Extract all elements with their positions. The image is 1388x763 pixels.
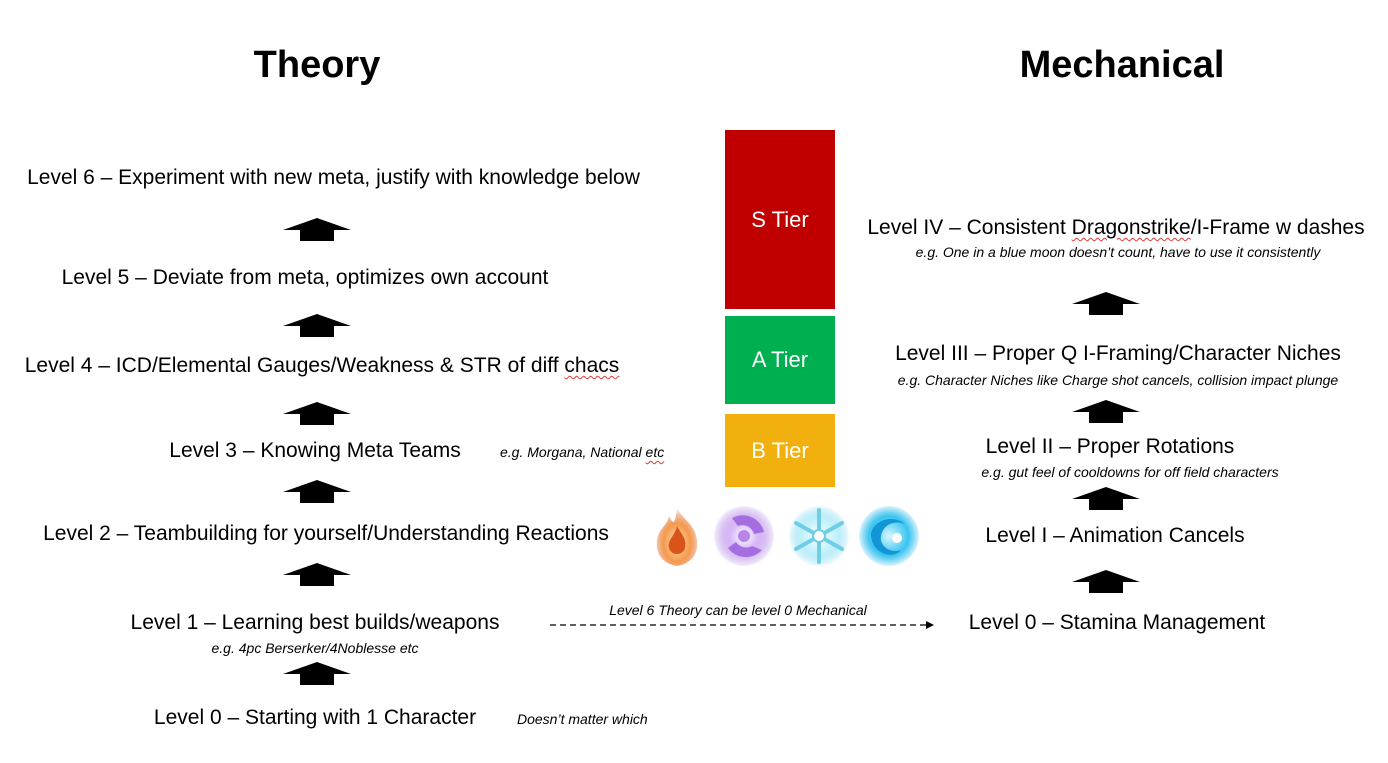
cryo-icon <box>789 506 849 566</box>
theory-title: Theory <box>253 44 381 86</box>
theory-level-5: Level 5 – Deviate from meta, optimizes o… <box>61 266 549 289</box>
mechanical-level-ii: Level II – Proper Rotations <box>985 435 1235 458</box>
hydro-icon <box>859 506 919 566</box>
mechanical-level-i: Level I – Animation Cancels <box>985 524 1245 547</box>
mechanical-level-iv-label-squiggle: Dragonstrike <box>1071 216 1191 239</box>
mechanical-level-iii: Level III – Proper Q I-Framing/Character… <box>895 342 1341 365</box>
mechanical-title: Mechanical <box>1019 44 1225 86</box>
mechanical-level-ii-note: e.g. gut feel of cooldowns for off field… <box>981 464 1279 480</box>
theory-level-0-note: Doesn’t matter which <box>517 711 648 727</box>
theory-level-3-note: e.g. Morgana, National etc <box>500 444 664 460</box>
mechanical-level-iv-label-start: Level IV – Consistent <box>867 216 1072 239</box>
mechanical-level-0: Level 0 – Stamina Management <box>968 611 1266 634</box>
electro-icon <box>714 506 774 566</box>
theory-level-4-label-squiggle: chacs <box>564 354 620 377</box>
connector-label: Level 6 Theory can be level 0 Mechanical <box>609 602 867 618</box>
tier-a-box: A Tier <box>725 316 835 404</box>
theory-level-4-label: Level 4 – ICD/Elemental Gauges/Weakness … <box>24 354 565 377</box>
mechanical-level-iv-label-end: /I-Frame w dashes <box>1190 216 1365 239</box>
theory-level-3-note-squiggle: etc <box>645 444 665 460</box>
tier-b-label: B Tier <box>751 437 809 463</box>
theory-level-0: Level 0 – Starting with 1 Character <box>153 706 477 729</box>
mechanical-level-iii-note: e.g. Character Niches like Charge shot c… <box>897 372 1339 388</box>
theory-level-3: Level 3 – Knowing Meta Teams <box>169 439 461 462</box>
theory-level-2: Level 2 – Teambuilding for yourself/Unde… <box>43 522 609 545</box>
pyro-icon <box>656 508 698 566</box>
theory-level-3-note-text: e.g. Morgana, National <box>500 444 646 460</box>
tier-s-box: S Tier <box>725 130 835 309</box>
tier-s-label: S Tier <box>751 206 809 232</box>
theory-level-1-note: e.g. 4pc Berserker/4Noblesse etc <box>211 640 419 656</box>
theory-level-4: Level 4 – ICD/Elemental Gauges/Weakness … <box>0 354 644 378</box>
mechanical-level-iv-note: e.g. One in a blue moon doesn’t count, h… <box>915 244 1321 260</box>
theory-level-6: Level 6 – Experiment with new meta, just… <box>27 166 640 189</box>
tier-a-label: A Tier <box>751 347 809 372</box>
tier-b-box: B Tier <box>725 414 835 487</box>
mechanical-level-iv: Level IV – Consistent Dragonstrike/I-Fra… <box>855 216 1377 240</box>
connector-dashed-arrow <box>550 621 934 629</box>
theory-level-1: Level 1 – Learning best builds/weapons <box>130 611 500 634</box>
